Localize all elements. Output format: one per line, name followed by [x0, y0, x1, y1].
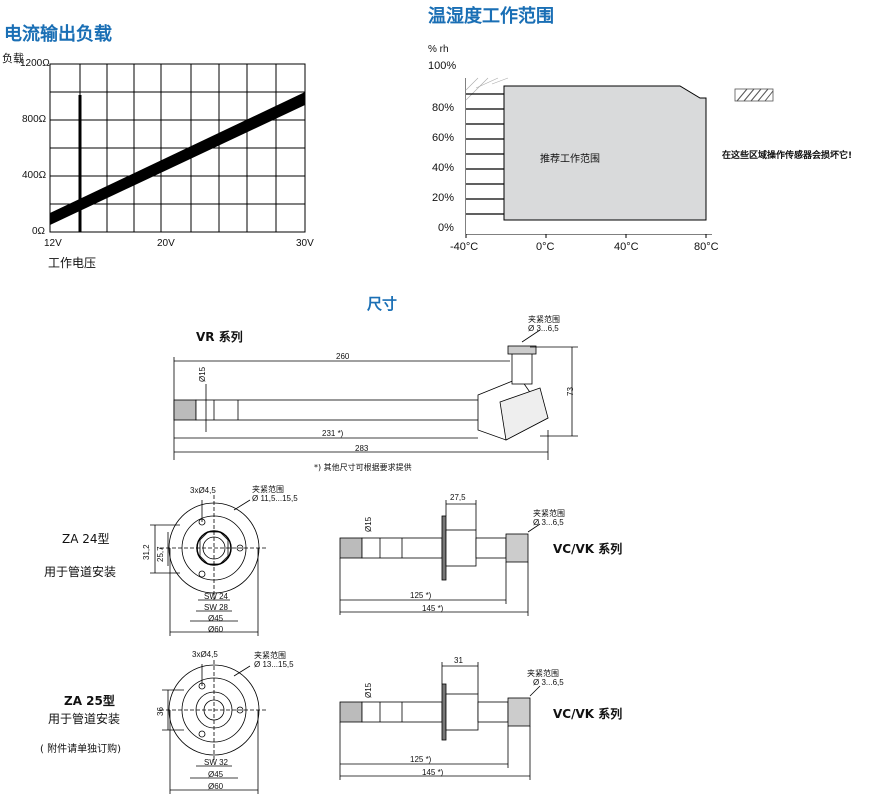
vcvk2-d31: 31	[454, 656, 463, 665]
za25-note: ( 附件请单独订购)	[40, 744, 121, 755]
load-y-tick-800: 800Ω	[22, 114, 47, 125]
vcvk2-clamp-range: Ø 3...6,5	[533, 678, 564, 687]
za24-d45: Ø45	[208, 614, 224, 623]
vcvk2-len-145: 145 *)	[422, 768, 444, 777]
vcvk1-dia-15: Ø15	[364, 516, 373, 532]
vr-dia-15: Ø15	[198, 366, 207, 382]
env-x-tick-m40: -40°C	[450, 241, 479, 253]
env-x-tick-80: 80°C	[694, 241, 719, 253]
env-y-tick-40: 40%	[432, 162, 455, 174]
load-chart-title: 电流输出负载	[4, 24, 112, 45]
vr-series-name: VR 系列	[196, 330, 243, 344]
za24-d-25-7: 25,7	[156, 546, 165, 562]
env-chart-title: 温湿度工作范围	[428, 6, 554, 27]
env-x-tick-0: 0°C	[536, 241, 555, 253]
load-chart-y-label: 负载	[2, 52, 24, 65]
env-left-ticks	[466, 93, 504, 215]
vcvk1-drawing	[339, 500, 541, 616]
za25-flange-drawing	[160, 660, 268, 794]
env-y-tick-20: 20%	[432, 192, 455, 204]
za25-sw32: SW 32	[204, 758, 229, 767]
env-y-tick-0: 0%	[438, 222, 454, 234]
env-legend-label: 在这些区域操作传感器会损坏它!	[722, 151, 853, 161]
za25-d36: 36	[156, 707, 165, 716]
vcvk2-dia-15: Ø15	[364, 682, 373, 698]
load-x-tick-12v: 12V	[44, 238, 62, 249]
za25-d60: Ø60	[208, 782, 224, 791]
vr-len-231: 231 *)	[322, 429, 344, 438]
load-line-band	[50, 92, 305, 225]
env-y-tick-100: 100%	[428, 60, 457, 72]
za24-name: ZA 24型	[62, 532, 110, 546]
load-y-tick-400: 400Ω	[22, 170, 47, 181]
vcvk1-clamp-range: Ø 3...6,5	[533, 518, 564, 527]
vr-len-283: 283	[355, 444, 369, 453]
vcvk1-clamp-label: 夹紧范围	[533, 509, 565, 518]
za25-holes: 3xØ4,5	[192, 650, 218, 659]
load-y-tick-0: 0Ω	[32, 226, 46, 237]
vr-clamp-label: 夹紧范围	[528, 315, 560, 324]
vcvk2-name: VC/VK 系列	[553, 707, 623, 721]
load-x-label: 工作电压	[48, 256, 97, 270]
env-operating-region	[503, 85, 707, 221]
za24-desc: 用于管道安装	[44, 565, 117, 579]
za24-d-31-2: 31,2	[142, 544, 151, 560]
za24-d60: Ø60	[208, 625, 224, 634]
env-y-label: % rh	[428, 44, 449, 55]
za24-holes: 3xØ4,5	[190, 486, 216, 495]
vcvk2-drawing	[339, 662, 541, 780]
za25-desc: 用于管道安装	[48, 712, 121, 726]
env-hatching	[465, 77, 509, 101]
za24-sw28: SW 28	[204, 603, 229, 612]
vr-footnote: *) 其他尺寸可根据要求提供	[314, 463, 412, 472]
za24-sw24: SW 24	[204, 592, 229, 601]
load-x-tick-30v: 30V	[296, 238, 314, 249]
vcvk1-name: VC/VK 系列	[553, 542, 623, 556]
env-region-label: 推荐工作范围	[540, 154, 600, 165]
vcvk1-d-27-5: 27,5	[450, 493, 466, 502]
za24-clamp-range: Ø 11,5...15,5	[252, 494, 298, 503]
legend-hatch	[736, 88, 774, 102]
env-x-ticks	[465, 234, 707, 238]
env-x-tick-40: 40°C	[614, 241, 639, 253]
dimensions-title: 尺寸	[367, 295, 398, 313]
za25-clamp-label: 夹紧范围	[254, 651, 286, 660]
za25-d45: Ø45	[208, 770, 224, 779]
vr-drawing	[173, 329, 578, 460]
vcvk1-len-145: 145 *)	[422, 604, 444, 613]
vcvk1-len-125: 125 *)	[410, 591, 432, 600]
vcvk2-len-125: 125 *)	[410, 755, 432, 764]
za25-name: ZA 25型	[64, 694, 115, 708]
load-y-tick-1200: 1200Ω	[20, 58, 50, 69]
vr-clamp-range: Ø 3...6,5	[528, 324, 559, 333]
za24-flange-drawing	[150, 495, 268, 636]
za25-clamp-range: Ø 13...15,5	[254, 660, 294, 669]
hatched-legend-swatch	[734, 88, 774, 102]
vr-len-260: 260	[336, 352, 350, 361]
vcvk2-clamp-label: 夹紧范围	[527, 669, 559, 678]
env-y-tick-80: 80%	[432, 102, 455, 114]
vr-height-73: 73	[566, 387, 575, 396]
env-y-tick-60: 60%	[432, 132, 455, 144]
load-x-tick-20v: 20V	[157, 238, 175, 249]
za24-clamp-label: 夹紧范围	[252, 485, 284, 494]
